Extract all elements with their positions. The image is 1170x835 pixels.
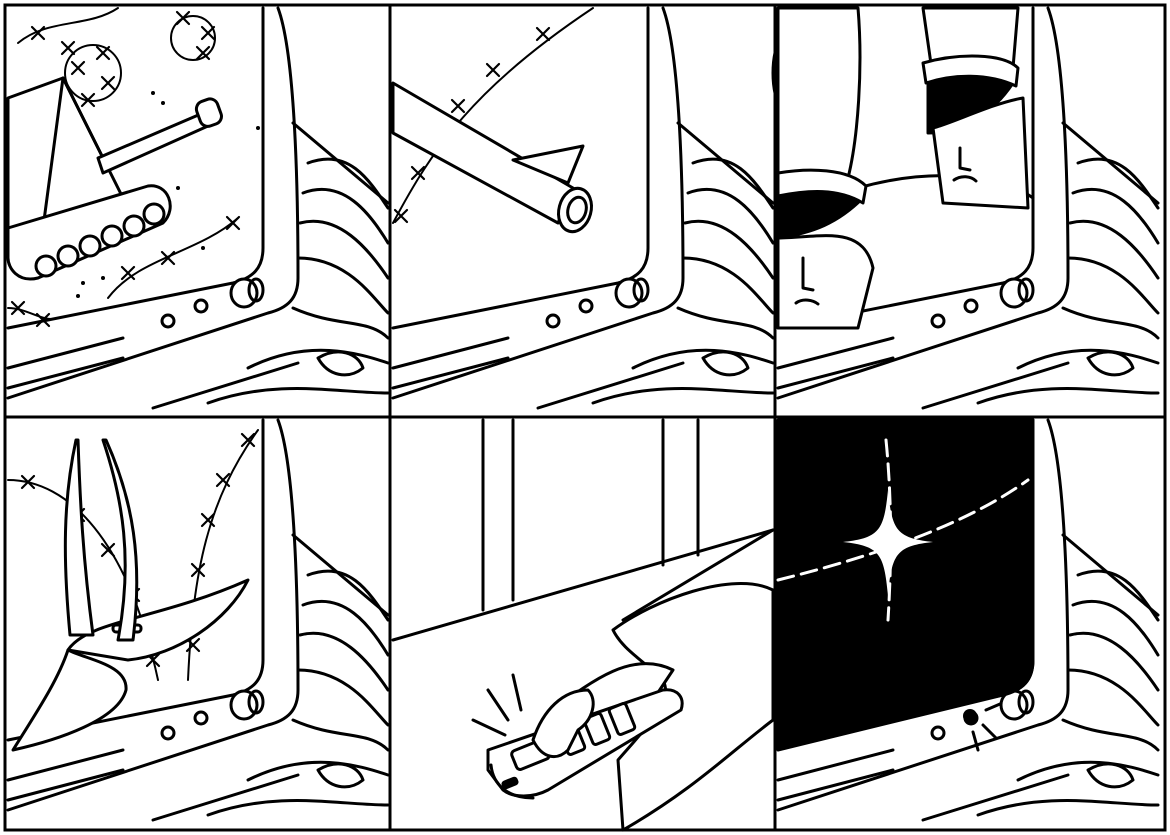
tank-illustration	[6, 7, 260, 328]
panel-frames	[3, 3, 1167, 832]
barrel-illustration	[391, 7, 594, 234]
keypad-illustration	[391, 418, 775, 832]
pliers-illustration	[7, 429, 259, 752]
panel-3-legs	[771, 6, 1160, 410]
panel-4-pliers	[6, 418, 390, 822]
dark-screen-illustration	[776, 418, 1035, 752]
panel-6-dark-screen	[776, 418, 1160, 822]
panel-1-tank	[6, 6, 390, 410]
panel-2-barrel	[391, 6, 775, 410]
panel-5-keypad	[391, 418, 775, 832]
legs-illustration	[771, 6, 1035, 330]
